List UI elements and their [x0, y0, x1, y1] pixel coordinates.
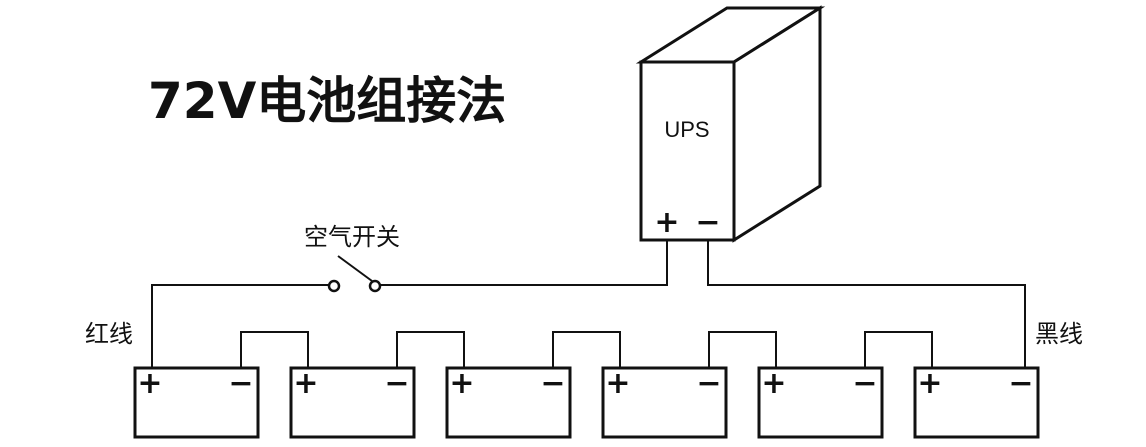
battery-case [445, 366, 572, 439]
battery-plus-terminal: + [293, 366, 318, 401]
air-switch-label: 空气开关 [304, 223, 400, 251]
black-wire [707, 240, 1026, 368]
ups-front-face [639, 60, 736, 242]
air-switch [151, 255, 382, 368]
battery-3: +− [445, 366, 572, 439]
ups-label: UPS [664, 117, 709, 142]
battery-case [757, 366, 884, 439]
battery-case [601, 366, 728, 439]
series-jumper-5 [864, 331, 933, 368]
battery-plus-terminal: + [449, 366, 474, 401]
battery-case [913, 366, 1040, 439]
red-wire-label: 红线 [85, 320, 133, 348]
ups-unit: UPS + − [635, 5, 826, 243]
series-jumper-1 [240, 331, 309, 368]
battery-1: +− [133, 366, 260, 439]
black-wire-label: 黑线 [1035, 320, 1083, 348]
battery-minus-terminal: − [852, 366, 877, 401]
ups-minus-terminal: − [695, 205, 720, 240]
red-wire [151, 284, 329, 368]
switch-contact-right [368, 279, 382, 293]
battery-6: +− [913, 366, 1040, 439]
switch-lever [337, 255, 373, 282]
battery-4: +− [601, 366, 728, 439]
switch-contact-left [327, 279, 341, 293]
series-jumper-4 [708, 331, 777, 368]
battery-plus-terminal: + [917, 366, 942, 401]
battery-minus-terminal: − [540, 366, 565, 401]
ups-plus-terminal: + [654, 205, 679, 240]
battery-minus-terminal: − [696, 366, 721, 401]
battery-plus-terminal: + [137, 366, 162, 401]
battery-minus-terminal: − [1008, 366, 1033, 401]
battery-2: +− [289, 366, 416, 439]
series-jumper-3 [552, 331, 621, 368]
series-jumper-2 [396, 331, 465, 368]
battery-plus-terminal: + [761, 366, 786, 401]
battery-5: +− [757, 366, 884, 439]
diagram-title: 72V电池组接法 [148, 72, 506, 130]
battery-case [289, 366, 416, 439]
battery-string: +−+−+−+−+−+− [133, 331, 1040, 439]
battery-plus-terminal: + [605, 366, 630, 401]
ups-positive-wire [379, 240, 668, 286]
battery-case [133, 366, 260, 439]
battery-minus-terminal: − [384, 366, 409, 401]
battery-minus-terminal: − [228, 366, 253, 401]
